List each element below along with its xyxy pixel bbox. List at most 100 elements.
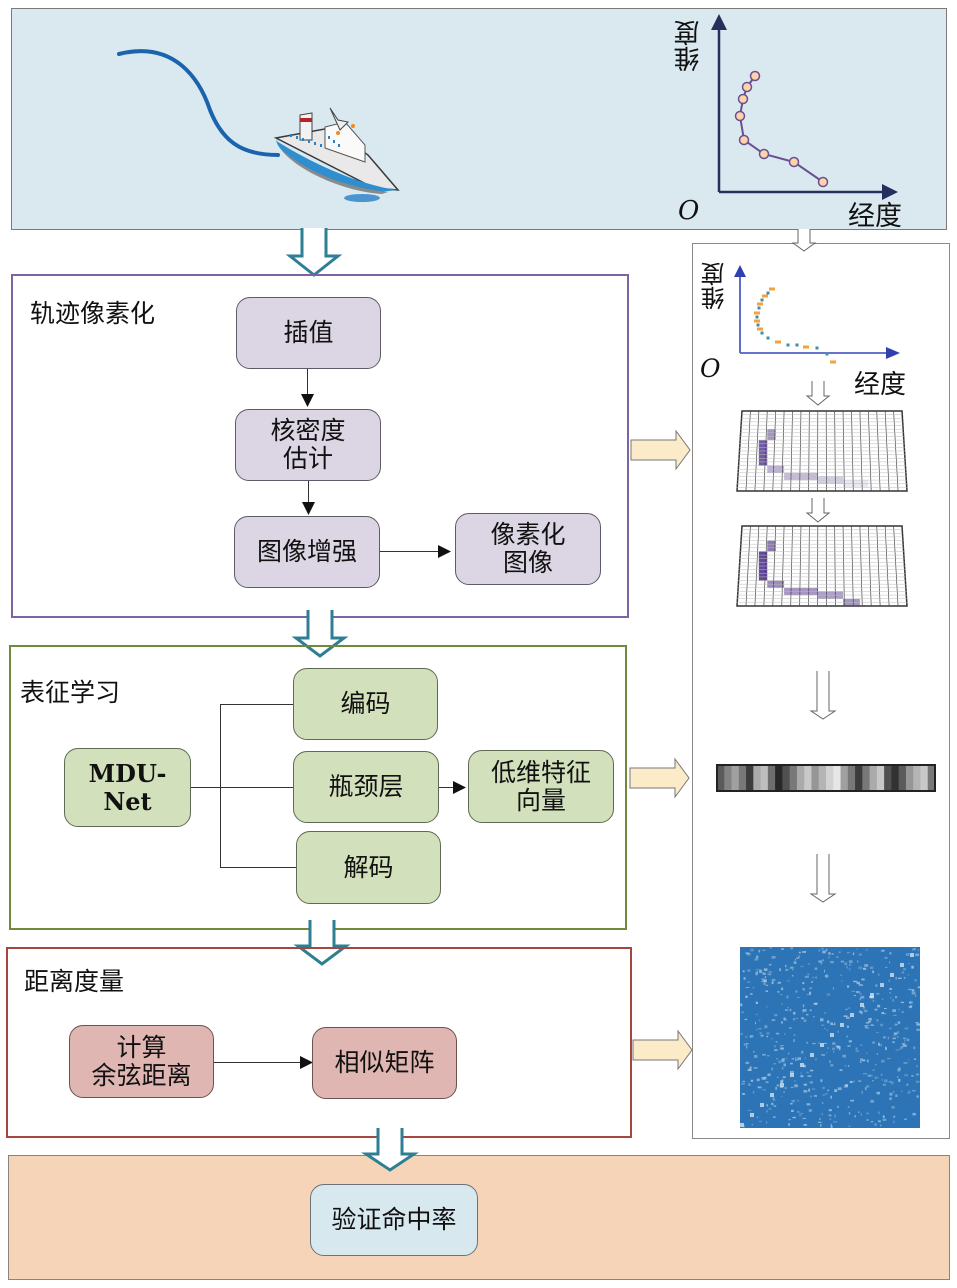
matrix-cell (762, 1088, 766, 1091)
matrix-cell (794, 1080, 796, 1082)
matrix-cell (889, 1097, 892, 1101)
matrix-cell (800, 965, 804, 968)
matrix-cell (771, 1067, 774, 1071)
step-interpolation[interactable]: 插值 (236, 297, 381, 369)
matrix-cell (827, 1047, 829, 1049)
matrix-cell (915, 1021, 919, 1024)
pixelized-image-output[interactable]: 像素化 图像 (455, 513, 601, 585)
pixelization-title: 轨迹像素化 (30, 299, 156, 328)
matrix-cell (754, 959, 757, 961)
matrix-cell (815, 1058, 817, 1061)
matrix-cell (897, 1076, 899, 1078)
step-image-enhance[interactable]: 图像增强 (234, 516, 380, 588)
matrix-diagonal-cell (870, 993, 874, 997)
matrix-cell (903, 1037, 907, 1040)
matrix-cell (857, 960, 859, 963)
matrix-cell (847, 1045, 851, 1047)
matrix-cell (752, 1090, 755, 1094)
matrix-cell (892, 1009, 897, 1013)
matrix-cell (819, 1118, 821, 1120)
kde-scatter-plot (734, 265, 900, 364)
similarity-matrix-output[interactable]: 相似矩阵 (312, 1027, 457, 1099)
matrix-cell (882, 1115, 885, 1119)
matrix-cell (839, 1048, 841, 1051)
matrix-cell (787, 980, 790, 982)
feature-bar (884, 765, 892, 791)
matrix-cell (829, 1118, 832, 1120)
matrix-cell (904, 1027, 909, 1030)
kde-point (766, 336, 770, 340)
step-kde[interactable]: 核密度 估计 (235, 409, 381, 481)
matrix-cell (810, 981, 813, 983)
matrix-cell (847, 985, 850, 988)
matrix-cell (772, 1097, 775, 1100)
matrix-cell (914, 1058, 916, 1060)
matrix-cell (856, 981, 860, 985)
matrix-cell (752, 1051, 755, 1053)
connector (220, 704, 221, 868)
matrix-cell (892, 998, 894, 1002)
matrix-cell (865, 1021, 870, 1024)
matrix-diagonal-cell (820, 1043, 824, 1047)
grid-cell (767, 540, 776, 552)
matrix-cell (802, 1004, 805, 1008)
feature-vector-output[interactable]: 低维特征 向量 (468, 750, 614, 823)
feature-bar (847, 765, 856, 791)
small-arrow-down-icon (805, 381, 831, 406)
matrix-cell (772, 1099, 776, 1101)
matrix-cell (745, 986, 750, 988)
matrix-cell (863, 1009, 868, 1013)
bottleneck-block[interactable]: 瓶颈层 (293, 751, 439, 823)
kde-origin-label: O (700, 354, 721, 383)
representation-title: 表征学习 (20, 678, 121, 707)
cosine-distance-block[interactable]: 计算 余弦距离 (69, 1025, 214, 1098)
matrix-cell (750, 1066, 752, 1069)
matrix-cell (752, 986, 755, 989)
matrix-cell (912, 1112, 916, 1116)
matrix-cell (787, 1006, 789, 1009)
matrix-cell (811, 976, 815, 979)
decoder-block[interactable]: 解码 (296, 831, 441, 904)
matrix-cell (815, 976, 817, 979)
matrix-cell (901, 1011, 904, 1013)
matrix-cell (895, 1094, 898, 1097)
grid-cell (767, 429, 776, 441)
feature-bar (804, 765, 812, 791)
matrix-cell (881, 998, 884, 1000)
matrix-cell (826, 993, 831, 996)
matrix-cell (874, 1008, 878, 1011)
matrix-cell (906, 1038, 910, 1042)
matrix-cell (808, 1109, 812, 1112)
matrix-cell (884, 957, 888, 959)
matrix-cell (782, 1076, 786, 1079)
matrix-cell (780, 1059, 785, 1063)
matrix-cell (866, 1085, 870, 1088)
feature-bar (782, 765, 791, 791)
matrix-cell (766, 1035, 769, 1038)
matrix-cell (789, 966, 794, 969)
matrix-cell (867, 1074, 871, 1077)
kde-point (754, 311, 760, 315)
matrix-cell (820, 962, 823, 965)
kde-point (786, 343, 790, 347)
kde-point (830, 360, 836, 364)
matrix-cell (821, 1054, 825, 1056)
matrix-cell (893, 1091, 895, 1093)
validate-hit-rate-block[interactable]: 验证命中率 (310, 1184, 478, 1256)
matrix-cell (902, 967, 907, 971)
matrix-cell (799, 1113, 802, 1117)
matrix-cell (780, 1095, 783, 1097)
matrix-cell (802, 1009, 804, 1013)
matrix-cell (876, 1077, 879, 1079)
matrix-cell (830, 1064, 834, 1067)
matrix-cell (767, 1081, 769, 1084)
encoder-block[interactable]: 编码 (293, 668, 438, 740)
matrix-cell (882, 1083, 887, 1087)
kde-point (757, 302, 763, 306)
matrix-cell (779, 994, 783, 996)
matrix-cell (895, 976, 897, 980)
matrix-cell (814, 1002, 818, 1005)
matrix-cell (907, 962, 910, 965)
mdu-net-block[interactable]: MDU-Net (64, 748, 191, 827)
matrix-cell (907, 1092, 911, 1094)
